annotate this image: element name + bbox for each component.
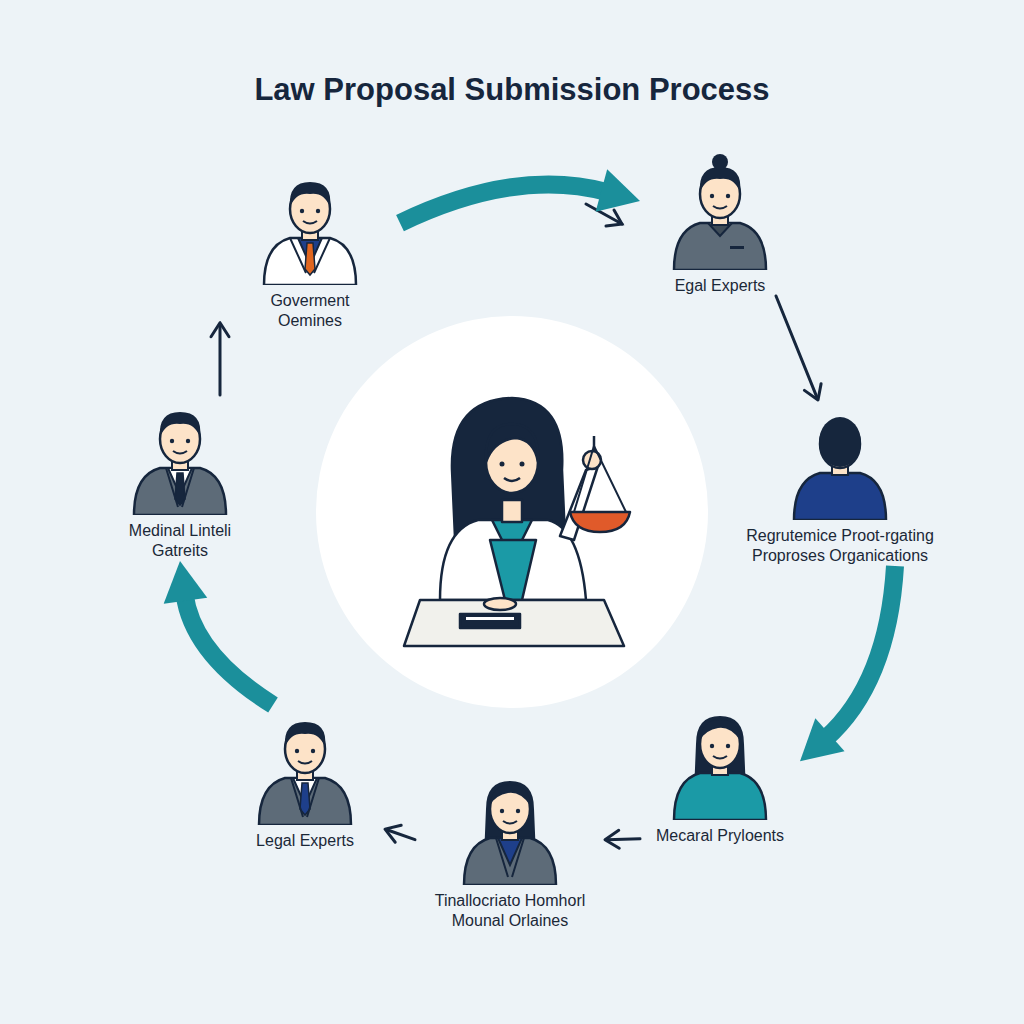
person-node: Medinal Linteli Gatreits xyxy=(100,395,260,561)
step-arrow xyxy=(776,296,821,400)
step-arrow xyxy=(211,323,229,395)
person-node: Legal Experts xyxy=(225,705,385,851)
center-person xyxy=(404,398,630,646)
person-figure xyxy=(245,705,365,825)
role-label: Tinallocriato Homhorl Mounal Orlaines xyxy=(417,891,603,931)
role-label: Medinal Linteli Gatreits xyxy=(110,521,250,561)
step-arrow xyxy=(605,830,640,848)
flow-arrow xyxy=(400,169,640,223)
flow-arrow xyxy=(164,561,273,705)
person-node: Egal Experts xyxy=(640,150,800,296)
role-label: Legal Experts xyxy=(230,831,380,851)
step-arrow xyxy=(385,825,415,842)
person-figure xyxy=(660,150,780,270)
person-figure xyxy=(120,395,240,515)
role-label: Mecaral Pryloents xyxy=(645,826,795,846)
person-node: Goverment Oemines xyxy=(220,165,400,331)
person-figure xyxy=(450,765,570,885)
person-figure xyxy=(780,400,900,520)
person-node: Mecaral Pryloents xyxy=(640,700,800,846)
person-figure xyxy=(660,700,780,820)
person-node: Tinallocriato Homhorl Mounal Orlaines xyxy=(415,765,605,931)
role-label: Regrutemice Proot-rgating Proproses Orga… xyxy=(732,526,948,566)
center-circle xyxy=(316,316,708,708)
role-label: Egal Experts xyxy=(645,276,795,296)
person-figure xyxy=(250,165,370,285)
flow-arrow xyxy=(800,566,895,761)
diagram-title: Law Proposal Submission Process xyxy=(0,72,1024,108)
role-label: Goverment Oemines xyxy=(250,291,370,331)
person-node: Regrutemice Proot-rgating Proproses Orga… xyxy=(730,400,950,566)
